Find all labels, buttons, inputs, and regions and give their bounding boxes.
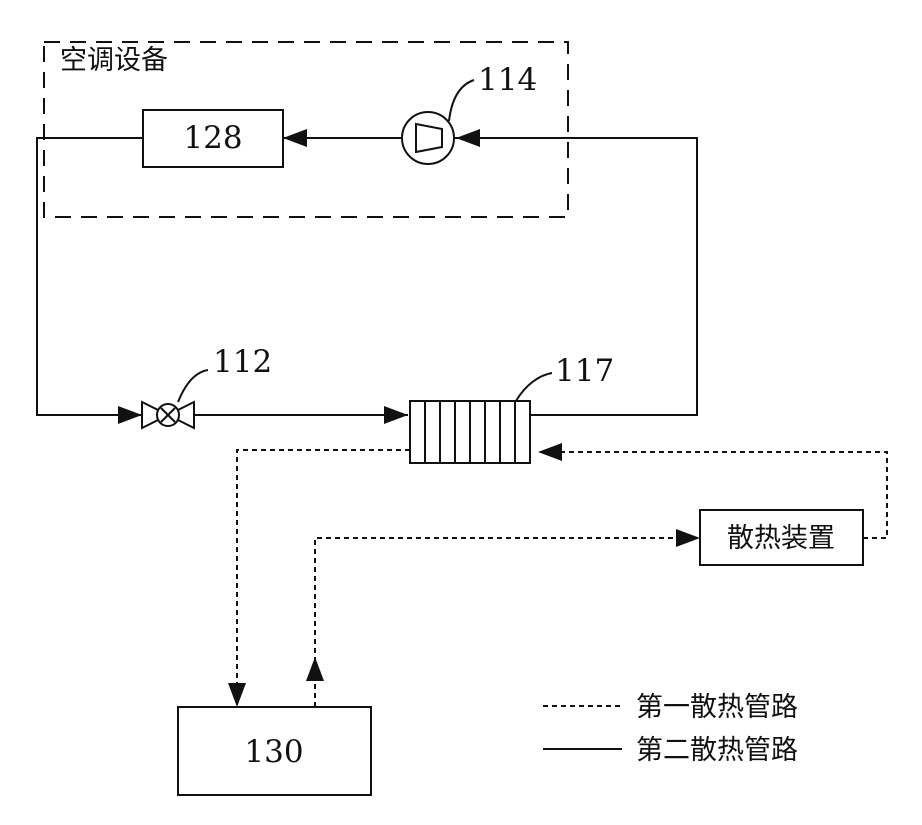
arrow-into-112 [118, 406, 142, 424]
legend-solid-label: 第二散热管路 [636, 735, 798, 766]
component-130-label: 130 [244, 734, 303, 770]
arrow-into-117 [384, 406, 408, 424]
heat-sink-label: 散热装置 [727, 523, 835, 554]
dashed-130-to-heatsink [315, 538, 680, 707]
arrow-into-128 [283, 129, 307, 147]
compressor-114-circle [402, 112, 454, 164]
ac-equipment-label: 空调设备 [60, 45, 168, 76]
component-114-label: 114 [478, 62, 537, 98]
component-117-label: 117 [555, 353, 614, 389]
dashed-117-to-130 [237, 450, 410, 685]
component-112-label: 112 [213, 344, 272, 380]
heat-exchanger-117-leader [516, 373, 552, 401]
legend-dashed-label: 第一散热管路 [636, 692, 798, 723]
component-128-label: 128 [183, 120, 242, 156]
compressor-114-leader [449, 80, 474, 121]
pipe-128-to-112 [37, 138, 143, 415]
arrow-into-heatsink [676, 529, 700, 547]
valve-112-leader [178, 370, 208, 402]
arrow-into-114 [456, 129, 480, 147]
arrow-into-117-dashed [538, 443, 562, 461]
arrow-into-130 [228, 683, 246, 707]
arrow-out-of-130 [306, 657, 324, 681]
